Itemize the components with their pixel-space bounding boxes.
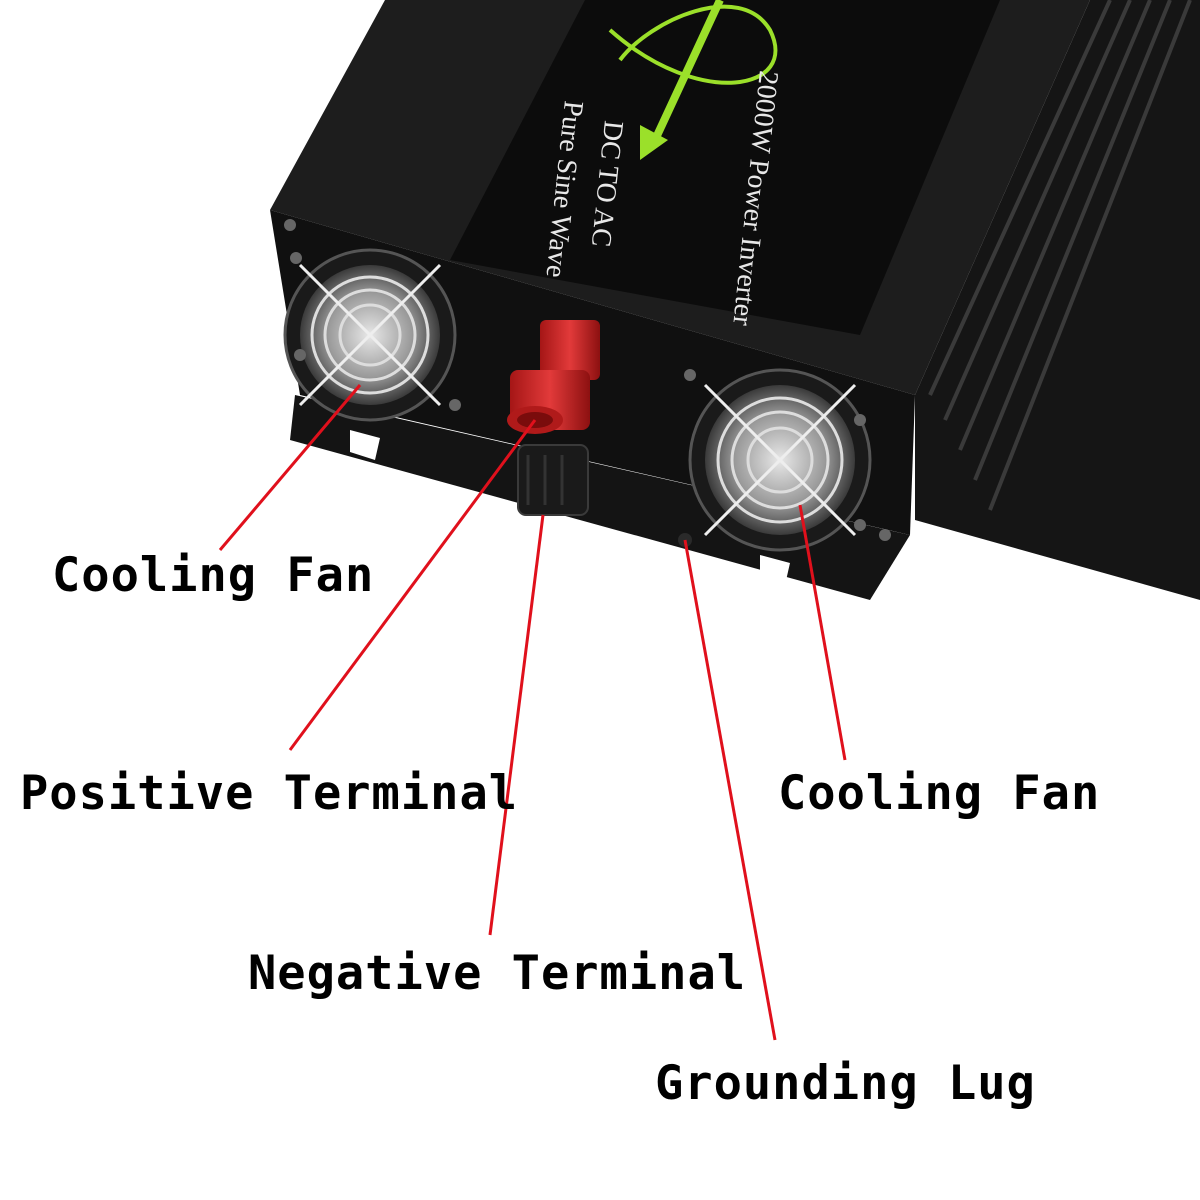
label-cooling-fan-left: Cooling Fan [52, 548, 375, 603]
sine-wave-logo [608, 0, 778, 160]
negative-terminal [517, 444, 589, 516]
label-negative-terminal: Negative Terminal [248, 946, 747, 1001]
label-positive-terminal: Positive Terminal [20, 766, 519, 821]
callout-line-cooling-fan-right [798, 504, 847, 761]
label-sticker [450, 0, 1000, 335]
heatsink-fins [915, 0, 1200, 600]
label-cooling-fan-right: Cooling Fan [778, 766, 1101, 821]
mounting-flange [290, 395, 910, 600]
label-grounding-lug: Grounding Lug [655, 1056, 1036, 1111]
cooling-fan-left [283, 219, 461, 422]
cooling-fan-right [684, 368, 891, 552]
callout-line-grounding-lug [683, 539, 777, 1041]
callout-line-negative-terminal [488, 514, 545, 936]
callout-line-cooling-fan-left [218, 384, 362, 551]
callout-line-positive-terminal [288, 419, 537, 751]
